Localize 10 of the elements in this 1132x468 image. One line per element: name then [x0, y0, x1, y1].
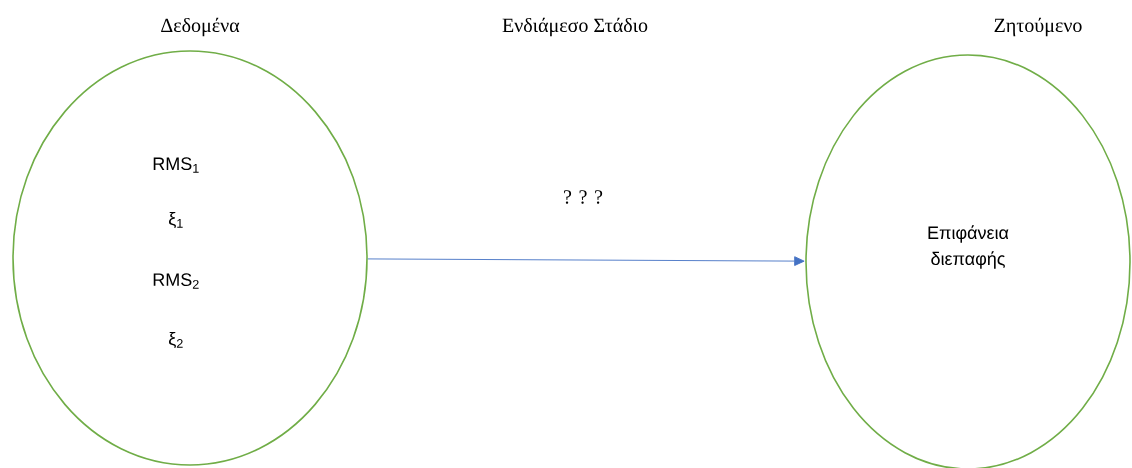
- stage-label: Ενδιάμεσο Στάδιο: [502, 17, 648, 37]
- heading: Δεδομένα: [161, 17, 240, 37]
- node-text: ξ$_{2}$: [169, 331, 183, 349]
- node-text: RMS$_{1}$: [153, 157, 199, 173]
- heading: Ζητούμενο: [994, 17, 1082, 37]
- node-text: RMS$_{2}$: [153, 273, 199, 289]
- node-text: Επιφάνεια διεπαφής: [928, 225, 1009, 269]
- node-text: ξ$_{1}$: [169, 211, 183, 229]
- edge-label: ? ? ?: [561, 188, 605, 206]
- arrow: [367, 256, 805, 266]
